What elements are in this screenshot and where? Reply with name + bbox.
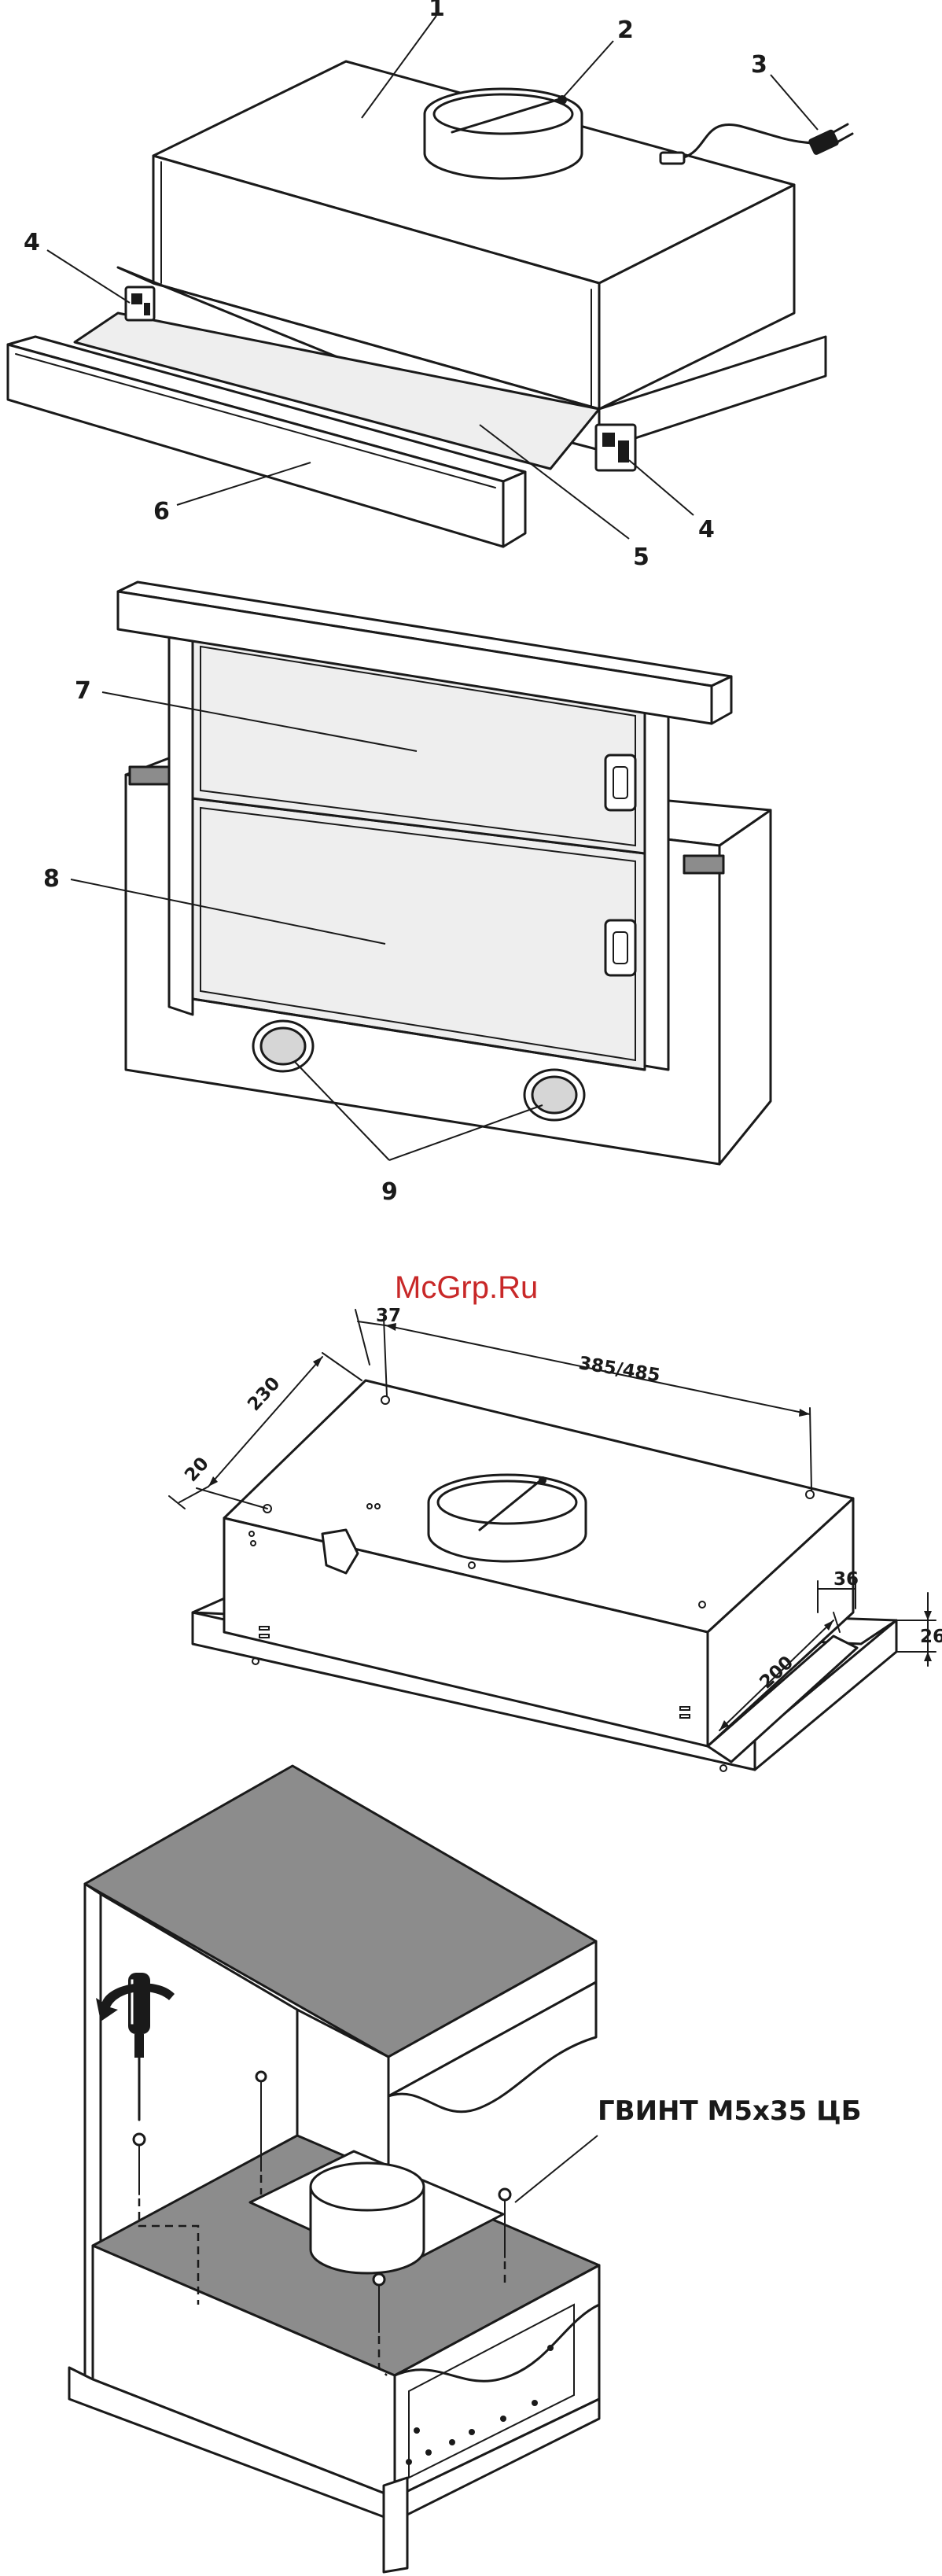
front-slide-bar-end [503,472,525,547]
rail-clip-right [596,425,635,470]
screw-spec-label: ГВИНТ М5х35 ЦБ [598,2095,862,2127]
callout-4-right: 4 [698,516,715,544]
control-knob-right [524,1070,584,1120]
figure-3-dimensions: 37 385/485 230 20 36 26 200 [169,1306,942,1771]
dim-37: 37 [376,1306,401,1326]
exhaust-pipe [311,2163,424,2273]
handle-bar-end [712,676,731,724]
dim-385-485: 385/485 [577,1353,661,1386]
dim-26: 26 [920,1627,942,1647]
callout-8: 8 [43,865,60,893]
body-side [719,810,771,1164]
figure-1-hood-closed: 1 2 3 4 4 5 6 [8,0,852,571]
rail-clip-left [126,287,154,320]
callout-2: 2 [617,17,634,44]
callout-1: 1 [429,0,445,22]
callout-4-left: 4 [24,229,40,256]
dim-230: 230 [244,1373,284,1415]
control-knob-left [253,1021,313,1071]
watermark: McGrp.Ru [395,1270,538,1305]
exhaust-collar [425,89,582,179]
callout-9: 9 [381,1178,398,1206]
dim-20: 20 [181,1454,213,1486]
callout-3: 3 [751,51,767,79]
dim-36: 36 [833,1569,859,1590]
slide-frame-left-post [169,625,193,1015]
callout-6: 6 [153,498,170,525]
slide-frame-right-post [645,708,668,1070]
figure-4-cabinet-mounting: ГВИНТ М5х35 ЦБ [69,1766,862,2572]
figure-2-hood-open: 7 8 9 [43,582,771,1206]
exhaust-collar-top-view [429,1475,586,1561]
callout-5: 5 [633,544,649,571]
callout-7: 7 [75,677,91,705]
